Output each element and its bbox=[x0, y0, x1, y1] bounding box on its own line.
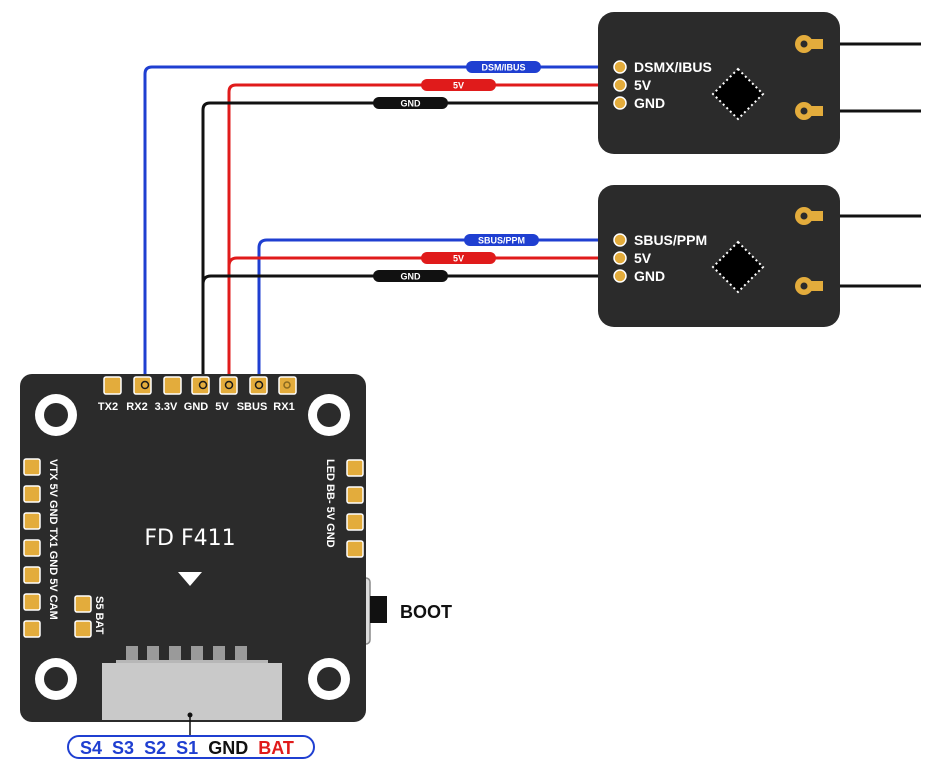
legend-s3: S3 bbox=[112, 738, 134, 758]
flight-controller: TX2 RX2 3.3V GND 5V SBUS RX1 VTX 5V GND … bbox=[20, 374, 366, 722]
pad-label-5v: 5V bbox=[215, 401, 229, 413]
pad-label-tx2: TX2 bbox=[98, 401, 118, 413]
pin-pad bbox=[613, 96, 627, 110]
mounting-hole-icon bbox=[308, 658, 350, 700]
fc-board bbox=[20, 374, 366, 722]
legend-bat: BAT bbox=[258, 738, 294, 758]
antenna-connector-icon bbox=[795, 102, 823, 120]
wire-tags: DSM/IBUS 5V GND SBUS/PPM 5V GND bbox=[373, 61, 541, 282]
tag-rx2-power: 5V bbox=[453, 254, 464, 264]
tag-rx2-ground: GND bbox=[401, 272, 422, 282]
rx2-pin-ground: GND bbox=[634, 268, 665, 284]
tag-rx1-signal: DSM/IBUS bbox=[481, 63, 525, 73]
legend-pointer-dot bbox=[187, 712, 193, 718]
wire-rx1-signal bbox=[143, 65, 613, 380]
legend-s1: S1 bbox=[176, 738, 198, 758]
pad-label-sbus: SBUS bbox=[237, 401, 268, 413]
wire-rx1-power bbox=[227, 83, 613, 380]
left-pad-labels: VTX 5V GND TX1 GND 5V CAM bbox=[47, 459, 59, 620]
wires bbox=[143, 65, 613, 380]
receiver-2-board bbox=[598, 185, 840, 327]
pin-pad bbox=[613, 78, 627, 92]
rx2-pin-signal: SBUS/PPM bbox=[634, 232, 707, 248]
wire-rx1-ground bbox=[201, 101, 613, 380]
right-pad-labels: LED BB- 5V GND bbox=[324, 459, 336, 548]
orientation-arrow-icon bbox=[178, 572, 202, 586]
rx1-pin-power: 5V bbox=[634, 77, 652, 93]
receiver-1-board bbox=[598, 12, 840, 154]
receiver-2: SBUS/PPM 5V GND bbox=[598, 185, 921, 327]
pad-label-rx1: RX1 bbox=[273, 401, 294, 413]
pin-pad bbox=[613, 269, 627, 283]
mounting-hole-icon bbox=[308, 394, 350, 436]
legend-s2: S2 bbox=[144, 738, 166, 758]
boot-label: BOOT bbox=[400, 602, 452, 622]
pad-label-3v3: 3.3V bbox=[155, 401, 178, 413]
pad-label-rx2: RX2 bbox=[126, 401, 147, 413]
tag-rx1-power: 5V bbox=[453, 81, 464, 91]
chip-icon bbox=[711, 67, 765, 121]
fc-title: FD F411 bbox=[144, 526, 235, 551]
left-pads bbox=[23, 458, 41, 638]
rx2-pin-power: 5V bbox=[634, 250, 652, 266]
wire-solder-dots bbox=[140, 380, 291, 390]
pin-pad bbox=[613, 251, 627, 265]
inner-left-pad-labels: S5 BAT bbox=[93, 596, 105, 635]
legend-s4: S4 bbox=[80, 738, 102, 758]
svg-text:S4 S3 S2 S1: S4 S3 S2 S1 GND BAT bbox=[80, 738, 294, 758]
mounting-hole-icon bbox=[35, 658, 77, 700]
wire-rx2-power bbox=[227, 256, 613, 380]
chip-icon bbox=[711, 240, 765, 294]
tag-rx2-signal: SBUS/PPM bbox=[478, 236, 525, 246]
wire-rx2-signal bbox=[257, 238, 613, 380]
pin-pad bbox=[613, 233, 627, 247]
motor-connector bbox=[102, 646, 282, 720]
pin-pad bbox=[613, 60, 627, 74]
wire-rx2-ground bbox=[201, 274, 613, 380]
inner-left-pads bbox=[74, 595, 92, 638]
mounting-hole-icon bbox=[35, 394, 77, 436]
antenna-connector-icon bbox=[795, 277, 823, 295]
tag-rx1-ground: GND bbox=[401, 99, 422, 109]
motor-legend: S4 S3 S2 S1 GND BAT bbox=[67, 735, 315, 759]
antenna-connector-icon bbox=[795, 207, 823, 225]
receiver-1: DSMX/IBUS 5V GND bbox=[598, 12, 921, 154]
pad-label-gnd: GND bbox=[184, 401, 209, 413]
antenna-connector-icon bbox=[795, 35, 823, 53]
rx1-pin-ground: GND bbox=[634, 95, 665, 111]
legend-gnd: GND bbox=[208, 738, 248, 758]
right-pads bbox=[346, 459, 364, 558]
rx1-pin-signal: DSMX/IBUS bbox=[634, 59, 712, 75]
